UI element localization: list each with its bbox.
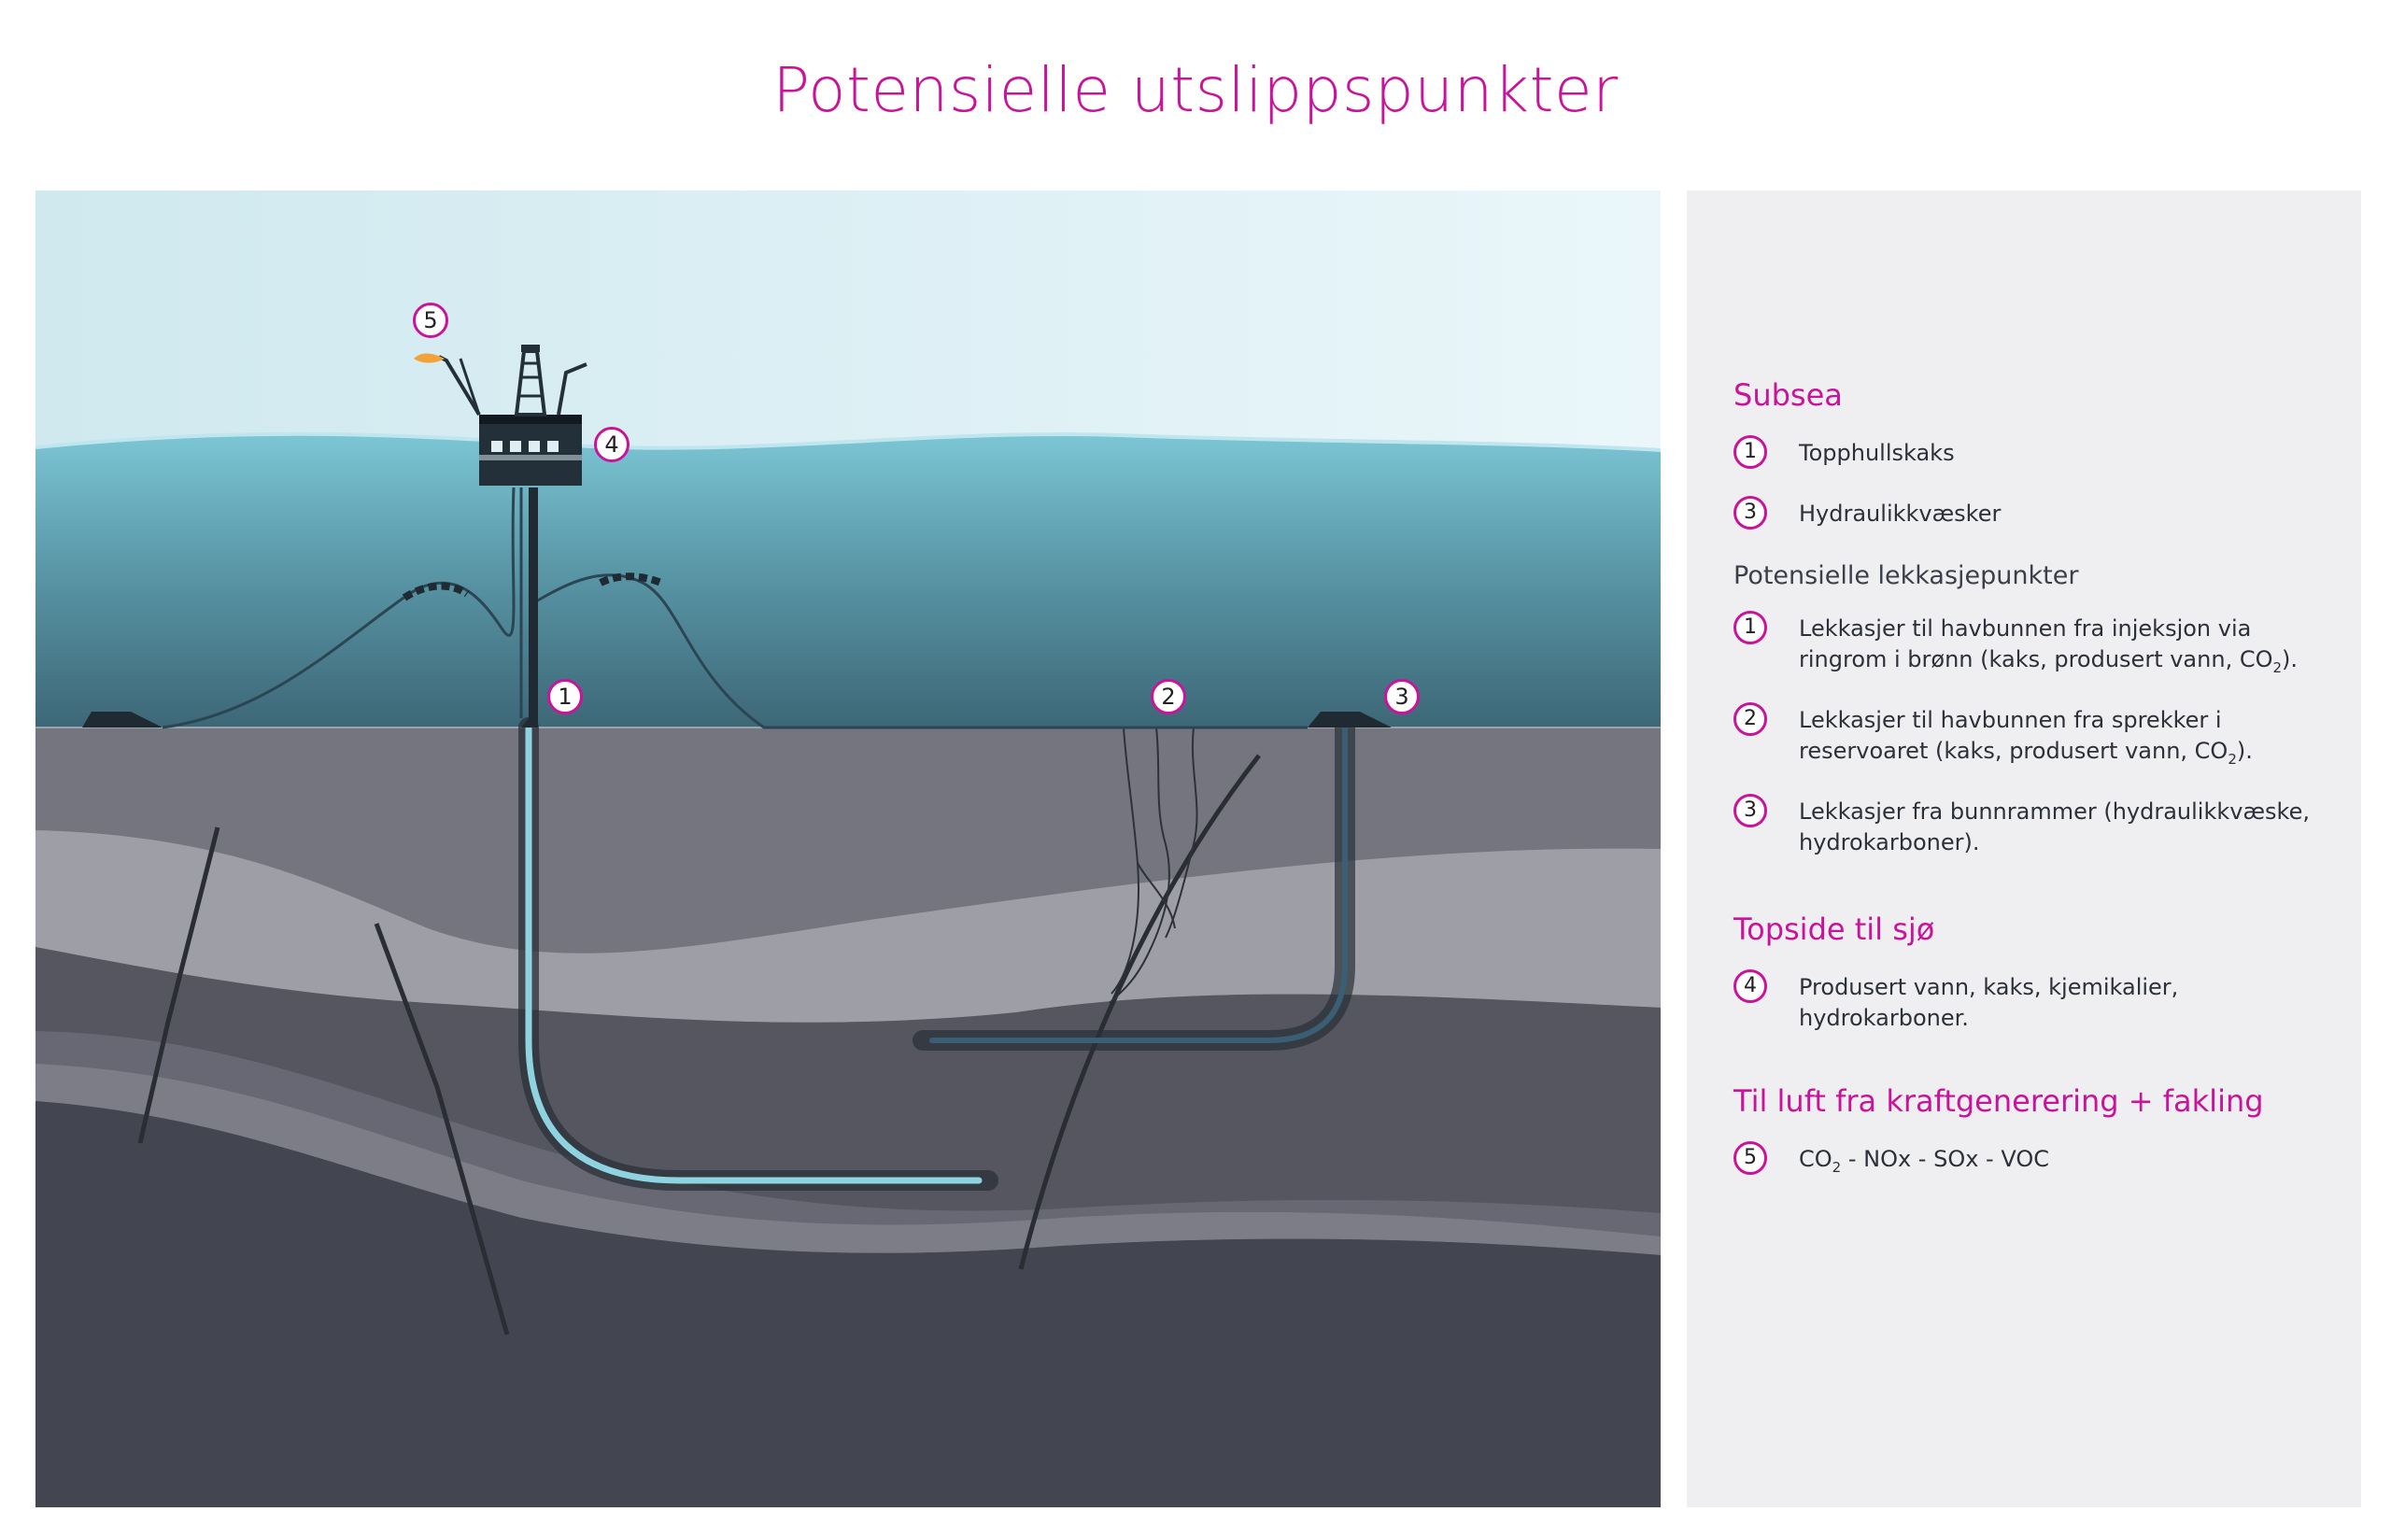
legend-subheading-leak: Potensielle lekkasjepunkter <box>1733 561 2079 590</box>
reservoir-cracks <box>1109 727 1198 1004</box>
legend-text: Produsert vann, kaks, kjemikalier, hydro… <box>1799 974 2179 1031</box>
number-badge: 4 <box>1733 969 1767 1003</box>
marker-3: 3 <box>1384 679 1420 714</box>
legend-panel: Subsea 1 Topphullskaks 3 Hydraulikkvæske… <box>1687 191 2361 1507</box>
legend-heading-subsea: Subsea <box>1733 377 1843 413</box>
subsea-illustration <box>35 191 1661 1507</box>
page-title: Potensielle utslippspunkter <box>772 54 1619 126</box>
well-1 <box>525 724 983 1184</box>
number-badge: 5 <box>1733 1141 1767 1175</box>
number-badge: 3 <box>1733 496 1767 530</box>
number-badge: 1 <box>1733 611 1767 644</box>
number-badge: 1 <box>1733 435 1767 469</box>
sky <box>35 191 1661 471</box>
marker-2: 2 <box>1151 679 1186 714</box>
number-badge: 3 <box>1733 794 1767 827</box>
legend-text: CO2 - NOx - SOx - VOC <box>1799 1146 2049 1176</box>
legend-text: Topphullskaks <box>1799 440 1955 466</box>
well-2 <box>929 725 1348 1043</box>
fault-right <box>1018 754 1261 1270</box>
legend-text: Lekkasjer til havbunnen fra sprekker i r… <box>1799 707 2253 768</box>
wave-highlight <box>35 431 1661 452</box>
seabed-template-right <box>1308 712 1392 728</box>
legend-text: Hydraulikkvæsker <box>1799 501 2002 527</box>
legend-text: Lekkasjer til havbunnen fra injeksjon vi… <box>1799 615 2299 676</box>
flare-flame <box>414 353 445 363</box>
fault-left <box>137 827 220 1144</box>
layer-light <box>35 830 1661 1023</box>
buoyancy-modules <box>402 572 663 601</box>
legend-heading-air: Til luft fra kraftgenerering + fakling <box>1733 1083 2264 1119</box>
fault-center <box>374 923 510 1335</box>
platform <box>414 345 587 728</box>
number-badge: 2 <box>1733 702 1767 736</box>
sea <box>35 433 1661 728</box>
legend-heading-topside: Topside til sjø <box>1733 911 1935 947</box>
marker-4: 4 <box>594 427 630 462</box>
legend-text: Lekkasjer fra bunnrammer (hydraulikkvæsk… <box>1799 798 2310 855</box>
marker-5: 5 <box>413 303 448 338</box>
marker-1: 1 <box>547 679 583 714</box>
layer-deep <box>35 1101 1661 1507</box>
layer-low-band <box>35 1064 1661 1255</box>
seabed-template-left <box>82 712 163 728</box>
